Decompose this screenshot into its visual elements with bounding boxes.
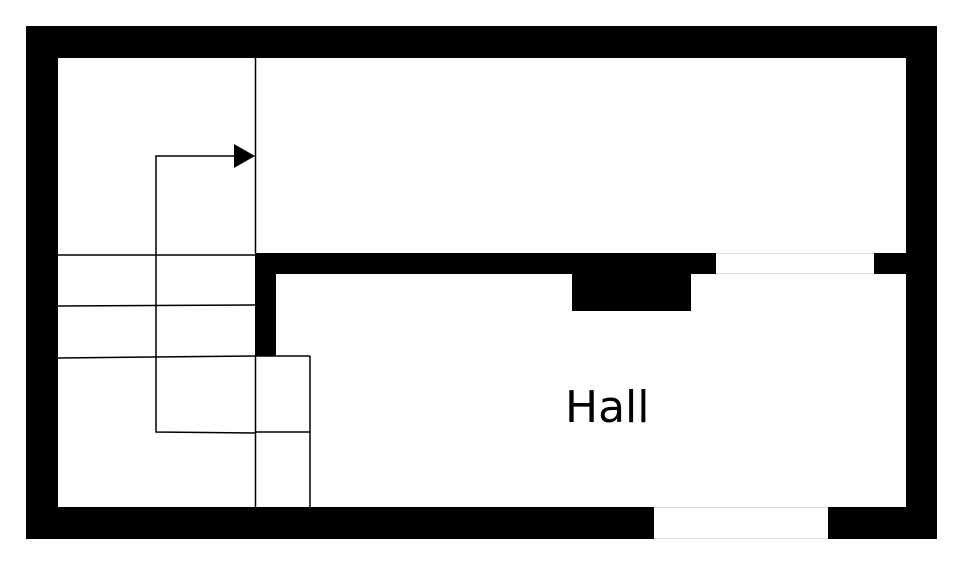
outer-wall-left: [26, 26, 58, 539]
room-label-hall: Hall: [565, 382, 650, 433]
inner-door-opening: [716, 253, 874, 274]
stair-direction-arrow-icon: [234, 144, 255, 168]
outer-wall-right: [906, 26, 937, 539]
opening-edges: [654, 253, 874, 539]
stair-direction-path: [155, 155, 256, 434]
staircase: [57, 58, 311, 507]
entrance-opening: [654, 507, 828, 539]
inner-wall-vertical: [255, 253, 276, 356]
outer-wall-top: [26, 26, 937, 58]
wall-block: [572, 274, 691, 311]
openings: [654, 253, 874, 539]
